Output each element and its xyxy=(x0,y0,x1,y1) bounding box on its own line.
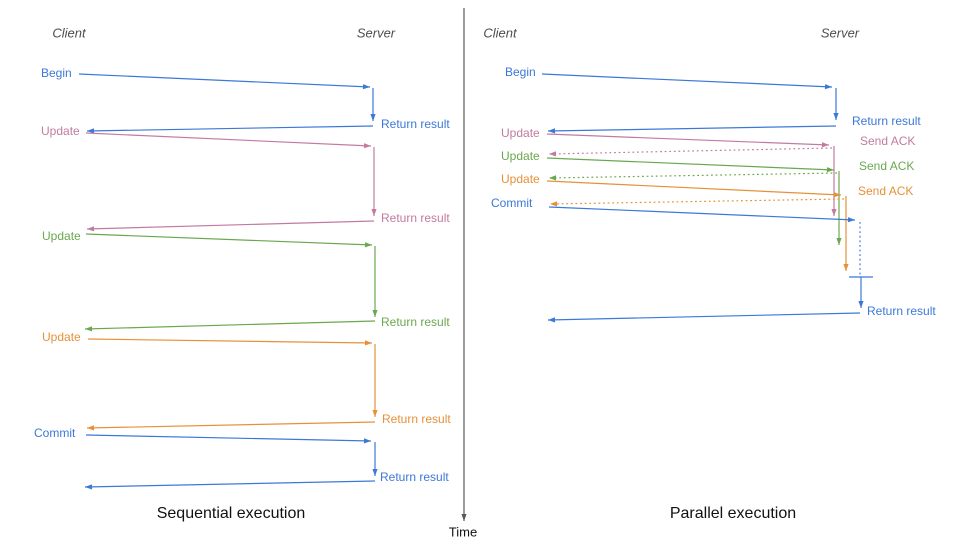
sequential-update2-send-arrowhead xyxy=(364,242,372,248)
parallel-update1-ack-arrow xyxy=(548,147,833,155)
parallel-begin-send-arrow xyxy=(541,73,833,88)
parallel-begin-label: Begin xyxy=(505,65,536,79)
sequential-update1-process-arrowhead xyxy=(371,209,377,216)
sequential-update1-return-arrow xyxy=(86,220,375,230)
sequential-commit-return-arrow xyxy=(84,480,376,488)
parallel-return-result-2-label: Return result xyxy=(867,304,936,318)
time-axis-label: Time xyxy=(448,524,478,540)
client-header-sequential: Client xyxy=(52,25,86,41)
sequential-update2-return-arrowhead xyxy=(85,326,93,332)
sequential-update2-send-arrow xyxy=(85,233,373,246)
sequential-return-result-1-label: Return result xyxy=(381,117,450,131)
sequential-commit-send-arrow xyxy=(85,434,372,442)
sequential-begin-return-arrow xyxy=(86,125,374,132)
sequential-return-result-4-label: Return result xyxy=(382,412,451,426)
parallel-commit-process-arrowhead xyxy=(858,301,864,308)
parallel-update3-process-arrowhead xyxy=(843,264,849,271)
sequential-begin-send-arrowhead xyxy=(362,84,370,90)
parallel-commit-send-arrow xyxy=(548,206,856,221)
parallel-update3-send-arrow xyxy=(546,180,842,196)
sequential-update-1-label: Update xyxy=(41,124,80,138)
sequential-commit-send-arrowhead xyxy=(363,438,371,444)
caption-sequential: Sequential execution xyxy=(156,505,306,522)
sequential-commit-label: Commit xyxy=(34,426,76,440)
parallel-update3-ack-arrow xyxy=(549,198,845,205)
sequential-return-result-2-label: Return result xyxy=(381,211,450,225)
parallel-update1-send-arrowhead xyxy=(821,142,829,148)
caption-parallel: Parallel execution xyxy=(669,505,797,522)
sequential-return-result-3-label: Return result xyxy=(381,315,450,329)
server-header-sequential: Server xyxy=(356,25,396,41)
parallel-update3-send-arrowhead xyxy=(833,192,841,198)
parallel-begin-return-arrowhead xyxy=(548,128,556,134)
parallel-update1-ack-arrowhead xyxy=(549,151,557,157)
sequential-begin-send-arrow xyxy=(78,73,371,88)
parallel-commit-return-arrowhead xyxy=(548,317,556,323)
sequential-update3-return-arrow xyxy=(86,421,376,429)
sequential-update2-return-arrow xyxy=(84,320,376,330)
sequential-update3-send-arrow xyxy=(87,338,373,344)
parallel-send-ack-3-label: Send ACK xyxy=(858,184,914,198)
parallel-update2-send-arrow xyxy=(546,157,835,171)
parallel-update-1-label: Update xyxy=(501,126,540,140)
sequential-update3-process-arrowhead xyxy=(372,410,378,417)
parallel-send-ack-2-label: Send ACK xyxy=(859,159,915,173)
parallel-send-ack-1-label: Send ACK xyxy=(860,134,916,148)
client-header-parallel: Client xyxy=(483,25,517,41)
parallel-commit-send-arrowhead xyxy=(847,217,855,223)
parallel-update2-process-arrowhead xyxy=(836,238,842,245)
sequential-update1-send-arrowhead xyxy=(363,143,371,149)
sequential-update-2-label: Update xyxy=(42,229,81,243)
parallel-update1-send-arrow xyxy=(546,133,830,146)
sequential-begin-process-arrowhead xyxy=(370,114,376,121)
parallel-update-3-label: Update xyxy=(501,172,540,186)
global-time-axis-arrowhead xyxy=(461,514,467,521)
server-header-parallel: Server xyxy=(820,25,860,41)
parallel-commit-return-arrow xyxy=(547,312,861,321)
parallel-return-result-1-label: Return result xyxy=(852,114,921,128)
parallel-commit-label: Commit xyxy=(491,196,533,210)
parallel-update-2-label: Update xyxy=(501,149,540,163)
parallel-update2-ack-arrow xyxy=(548,172,838,179)
sequential-update1-send-arrow xyxy=(85,132,372,147)
sequential-update3-send-arrowhead xyxy=(364,340,372,346)
parallel-begin-return-arrow xyxy=(547,125,837,132)
sequential-commit-process-arrowhead xyxy=(372,469,378,476)
sequential-begin-label: Begin xyxy=(41,66,72,80)
parallel-begin-process-arrowhead xyxy=(833,113,839,120)
parallel-update3-ack-arrowhead xyxy=(550,201,558,207)
parallel-update2-ack-arrowhead xyxy=(549,175,557,181)
parallel-update2-send-arrowhead xyxy=(826,167,834,173)
parallel-begin-send-arrowhead xyxy=(824,84,832,90)
sequential-update2-process-arrowhead xyxy=(372,310,378,317)
sequential-begin-return-arrowhead xyxy=(87,128,95,134)
sequential-update-3-label: Update xyxy=(42,330,81,344)
sequential-return-result-5-label: Return result xyxy=(380,470,449,484)
sequential-update1-return-arrowhead xyxy=(87,226,95,232)
sequential-update3-return-arrowhead xyxy=(87,425,95,431)
parallel-update1-process-arrowhead xyxy=(831,209,837,216)
sequential-commit-return-arrowhead xyxy=(85,484,93,490)
